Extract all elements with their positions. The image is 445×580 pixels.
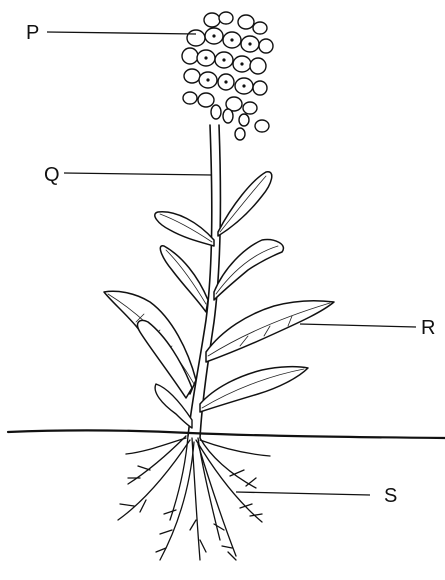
leaf <box>206 301 334 362</box>
leader-line-p <box>47 32 196 34</box>
label-q: Q <box>44 164 60 186</box>
leaf <box>160 246 208 312</box>
leaf <box>214 240 283 300</box>
leader-line-s <box>236 492 370 495</box>
leader-line-r <box>300 324 416 327</box>
label-r: R <box>421 317 435 339</box>
ground-line <box>8 430 445 438</box>
leaf <box>200 367 308 412</box>
leader-line-q <box>64 173 212 175</box>
leaf <box>218 172 272 236</box>
roots <box>118 436 270 560</box>
label-p: P <box>26 22 39 44</box>
leaf <box>155 212 214 246</box>
leaves <box>104 172 334 428</box>
flower-cluster <box>182 12 273 140</box>
label-s: S <box>384 485 397 507</box>
